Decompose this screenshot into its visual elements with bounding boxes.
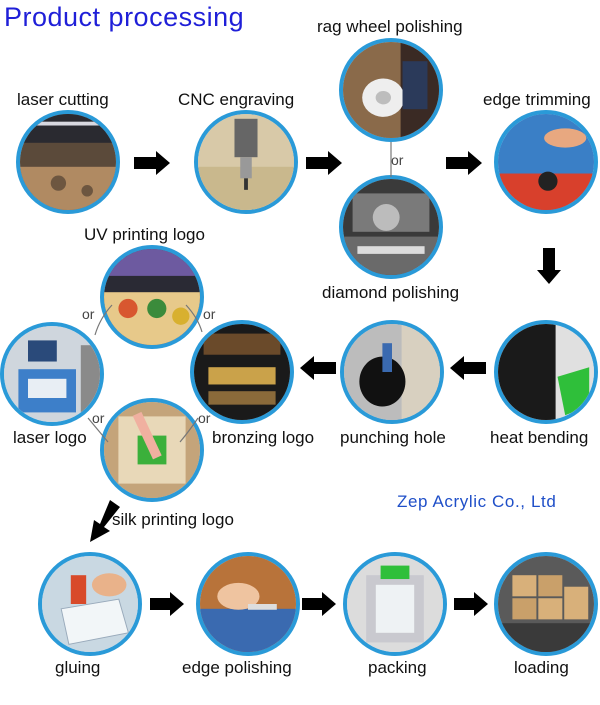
photo-heat-bending <box>494 320 598 424</box>
arrow-right-icon <box>454 592 488 616</box>
arrow-left-icon <box>300 356 336 380</box>
label-rag-wheel: rag wheel polishing <box>317 17 463 36</box>
page-title: Product processing <box>4 2 245 32</box>
photo-laser-cutting <box>16 110 120 214</box>
label-punching-hole: punching hole <box>340 428 446 447</box>
photo-laser-logo <box>0 322 104 426</box>
label-laser-cutting: laser cutting <box>17 90 109 109</box>
arrow-right-icon <box>150 592 184 616</box>
photo-gluing <box>38 552 142 656</box>
photo-packing <box>343 552 447 656</box>
label-laser-logo: laser logo <box>13 428 87 447</box>
label-packing: packing <box>368 658 427 677</box>
arrow-right-icon <box>302 592 336 616</box>
photo-silk-logo <box>100 398 204 502</box>
arrow-right-icon <box>446 151 482 175</box>
label-heat-bending: heat bending <box>490 428 589 447</box>
arrow-down-icon <box>537 248 561 284</box>
or-label-uv-laser: or <box>82 306 95 322</box>
arrow-right-icon <box>306 151 342 175</box>
photo-loading <box>494 552 598 656</box>
label-uv-logo: UV printing logo <box>84 225 205 244</box>
label-edge-polishing: edge polishing <box>182 658 292 677</box>
arrow-left-icon <box>450 356 486 380</box>
or-label-bronzing-silk: or <box>198 410 211 426</box>
photo-cnc-engraving <box>194 110 298 214</box>
label-bronzing-logo: bronzing logo <box>212 428 315 447</box>
photo-edge-trimming <box>494 110 598 214</box>
or-label-uv-bronzing: or <box>203 306 216 322</box>
label-cnc-engraving: CNC engraving <box>178 90 295 109</box>
label-loading: loading <box>514 658 569 677</box>
label-silk-logo: silk printing logo <box>112 510 234 529</box>
company-name: Zep Acrylic Co., Ltd <box>397 492 557 511</box>
photo-edge-polishing <box>196 552 300 656</box>
photo-punching-hole <box>340 320 444 424</box>
photo-diamond <box>339 175 443 279</box>
photo-rag-wheel <box>339 38 443 142</box>
photo-uv-logo <box>100 245 204 349</box>
label-edge-trimming: edge trimming <box>483 90 591 109</box>
label-diamond: diamond polishing <box>322 283 460 302</box>
photo-bronzing-logo <box>190 320 294 424</box>
or-label-laser-silk: or <box>92 410 105 426</box>
or-label-polishing: or <box>391 152 404 168</box>
label-gluing: gluing <box>55 658 101 677</box>
arrow-right-icon <box>134 151 170 175</box>
